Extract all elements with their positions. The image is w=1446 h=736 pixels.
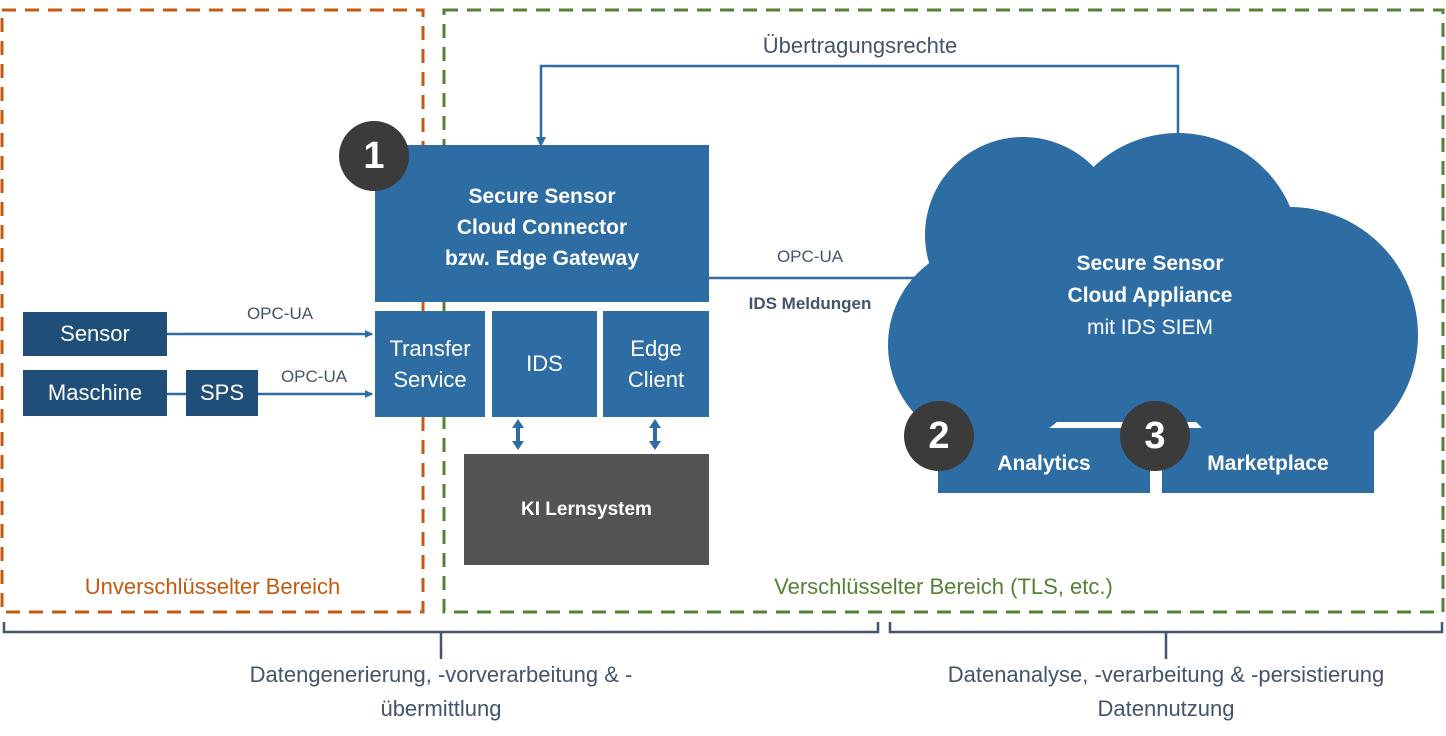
right-brace-label: Datenanalyse, -verarbeitung & -persistie… <box>866 658 1446 726</box>
cloud-shape <box>888 133 1418 463</box>
sensor-box[interactable]: Sensor <box>23 312 167 356</box>
transfer-service-line-2: Service <box>393 367 467 392</box>
edge-client-line-1: Edge <box>630 336 682 361</box>
gateway-title-line-1: Secure Sensor <box>468 185 616 208</box>
ids-label: IDS <box>526 351 563 376</box>
marketplace-label: Marketplace <box>1207 451 1329 475</box>
cloud-title-line-1: Secure Sensor <box>1076 252 1224 275</box>
edge-client-line-2: Client <box>627 367 685 392</box>
sensor-label: Sensor <box>60 321 130 346</box>
badge-2: 2 <box>904 401 974 471</box>
transfer-service-line-1: Transfer <box>389 336 471 361</box>
gateway-title-line-2: Cloud Connector <box>456 216 628 239</box>
badge-3-number: 3 <box>1144 414 1166 457</box>
edge-ki-bidirectional-arrow <box>649 419 661 450</box>
cloud-subtitle: mit IDS SIEM <box>1086 316 1213 339</box>
badge-3: 3 <box>1120 401 1190 471</box>
badge-2-number: 2 <box>928 414 950 457</box>
transfer-service-box[interactable]: Transfer Service <box>375 311 485 417</box>
machine-label: Maschine <box>47 380 143 405</box>
unencrypted-zone-border <box>0 8 425 614</box>
left-brace-line-1: Datengenerierung, -vorverarbeitung & - <box>249 662 633 687</box>
sps-protocol-label: OPC-UA <box>280 367 348 386</box>
right-brace-line-2: Datennutzung <box>1097 696 1235 721</box>
unencrypted-zone-label: Unverschlüsselter Bereich <box>84 574 341 599</box>
marketplace-box[interactable]: Marketplace <box>1162 428 1374 493</box>
cloud-title-line-2: Cloud Appliance <box>1067 284 1233 307</box>
badge-1-number: 1 <box>363 134 385 177</box>
ki-lernsystem-label: KI Lernsystem <box>521 498 652 520</box>
left-brace-label: Datengenerierung, -vorverarbeitung & - ü… <box>141 658 741 726</box>
gateway-box[interactable]: Secure Sensor Cloud Connector bzw. Edge … <box>375 145 709 302</box>
left-brace <box>2 622 880 659</box>
feedback-arrow <box>536 64 1180 170</box>
gateway-protocol-label: OPC-UA <box>776 247 844 266</box>
sensor-protocol-label: OPC-UA <box>246 304 314 323</box>
right-brace <box>888 622 1444 659</box>
encrypted-zone-label: Verschlüsselter Bereich (TLS, etc.) <box>774 574 1113 599</box>
machine-box[interactable]: Maschine <box>23 370 167 416</box>
badge-1: 1 <box>339 121 409 191</box>
left-brace-line-2: übermittlung <box>380 696 502 721</box>
analytics-label: Analytics <box>997 451 1091 475</box>
edge-client-box[interactable]: Edge Client <box>603 311 709 417</box>
cloud-appliance-text[interactable]: Secure Sensor Cloud Appliance mit IDS SI… <box>1030 248 1270 344</box>
ids-box[interactable]: IDS <box>492 311 597 417</box>
sps-box[interactable]: SPS <box>186 370 258 416</box>
ids-ki-bidirectional-arrow <box>512 419 524 450</box>
ids-messages-label: IDS Meldungen <box>748 294 872 313</box>
sps-label: SPS <box>199 380 245 405</box>
ki-lernsystem-box[interactable]: KI Lernsystem <box>464 454 709 565</box>
right-brace-line-1: Datenanalyse, -verarbeitung & -persistie… <box>947 662 1385 687</box>
feedback-label: Übertragungsrechte <box>762 33 958 58</box>
gateway-title-line-3: bzw. Edge Gateway <box>444 247 640 270</box>
